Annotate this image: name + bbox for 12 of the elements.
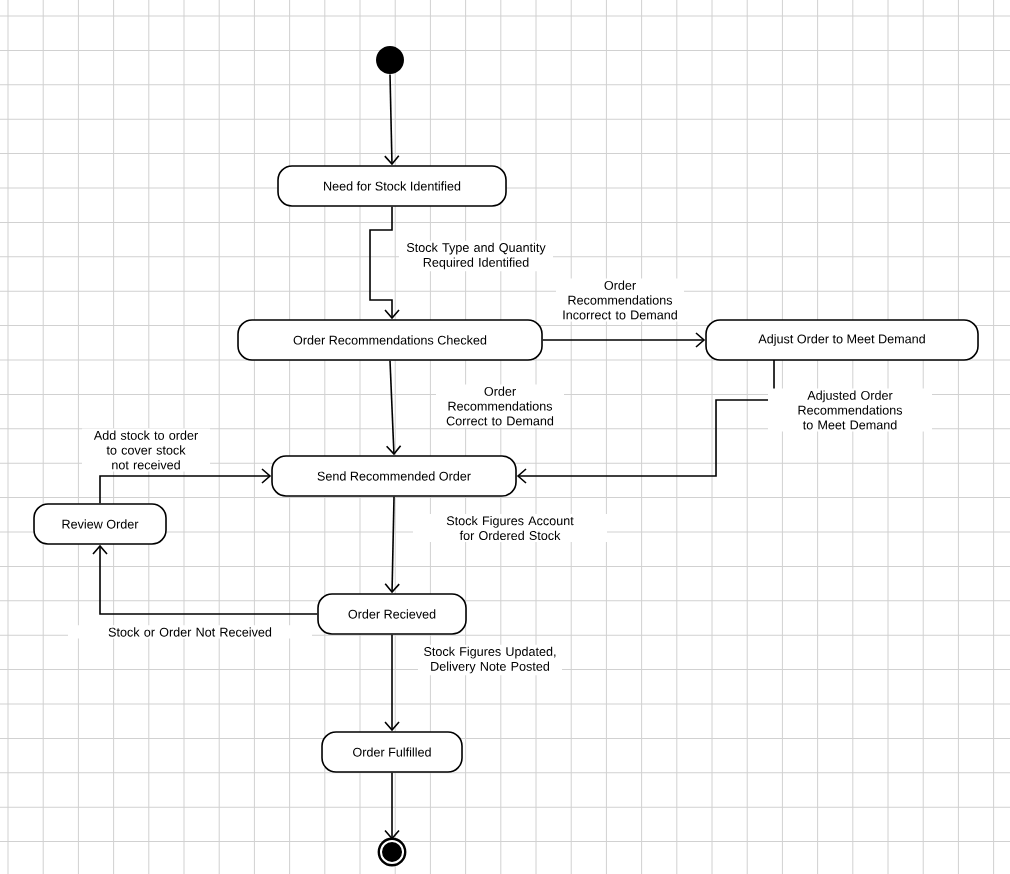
arrow <box>384 73 400 166</box>
arrow <box>99 468 272 504</box>
arrow <box>384 496 400 594</box>
arrow <box>92 544 318 615</box>
arrow <box>384 634 400 732</box>
arrow <box>384 772 400 840</box>
end-node <box>377 837 407 867</box>
arrow <box>369 206 400 320</box>
arrow <box>516 359 775 484</box>
start-node <box>376 46 404 74</box>
arrow <box>542 332 706 348</box>
arrow <box>385 360 402 456</box>
